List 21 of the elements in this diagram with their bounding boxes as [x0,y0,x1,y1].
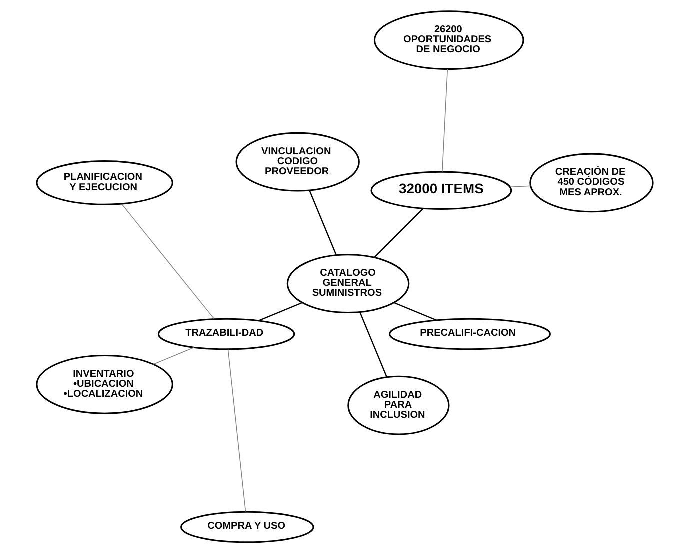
node-ellipse: PLANIFICACION Y EJECUCION [36,160,173,206]
connector [258,302,302,322]
connector [227,349,246,512]
connector [359,312,388,378]
node-ellipse: CATALOGO GENERAL SUMINISTROS [286,254,410,314]
connector [121,204,214,320]
connector [308,190,337,256]
node-ellipse: VINCULACION CODIGO PROVEEDOR [235,132,360,192]
node-ellipse: 32000 ITEMS [370,171,512,210]
connector [442,69,448,172]
connector [509,186,531,188]
node-ellipse: 26200 OPORTUNIDADES DE NEGOCIO [373,10,524,70]
node-ellipse: INVENTARIO •UBICACION •LOCALIZACION [36,354,173,414]
node-ellipse: PRECALIFI-CACION [388,318,551,350]
node-ellipse: CREACIÓN DE 450 CÓDIGOS MES APROX. [529,153,654,213]
node-ellipse: TRAZABILI-DAD [157,318,295,350]
connector [394,302,436,321]
node-ellipse: AGILIDAD PARA INCLUSION [347,376,450,436]
connector [152,347,194,365]
node-ellipse: COMPRA Y USO [180,511,314,544]
connector [374,208,424,258]
